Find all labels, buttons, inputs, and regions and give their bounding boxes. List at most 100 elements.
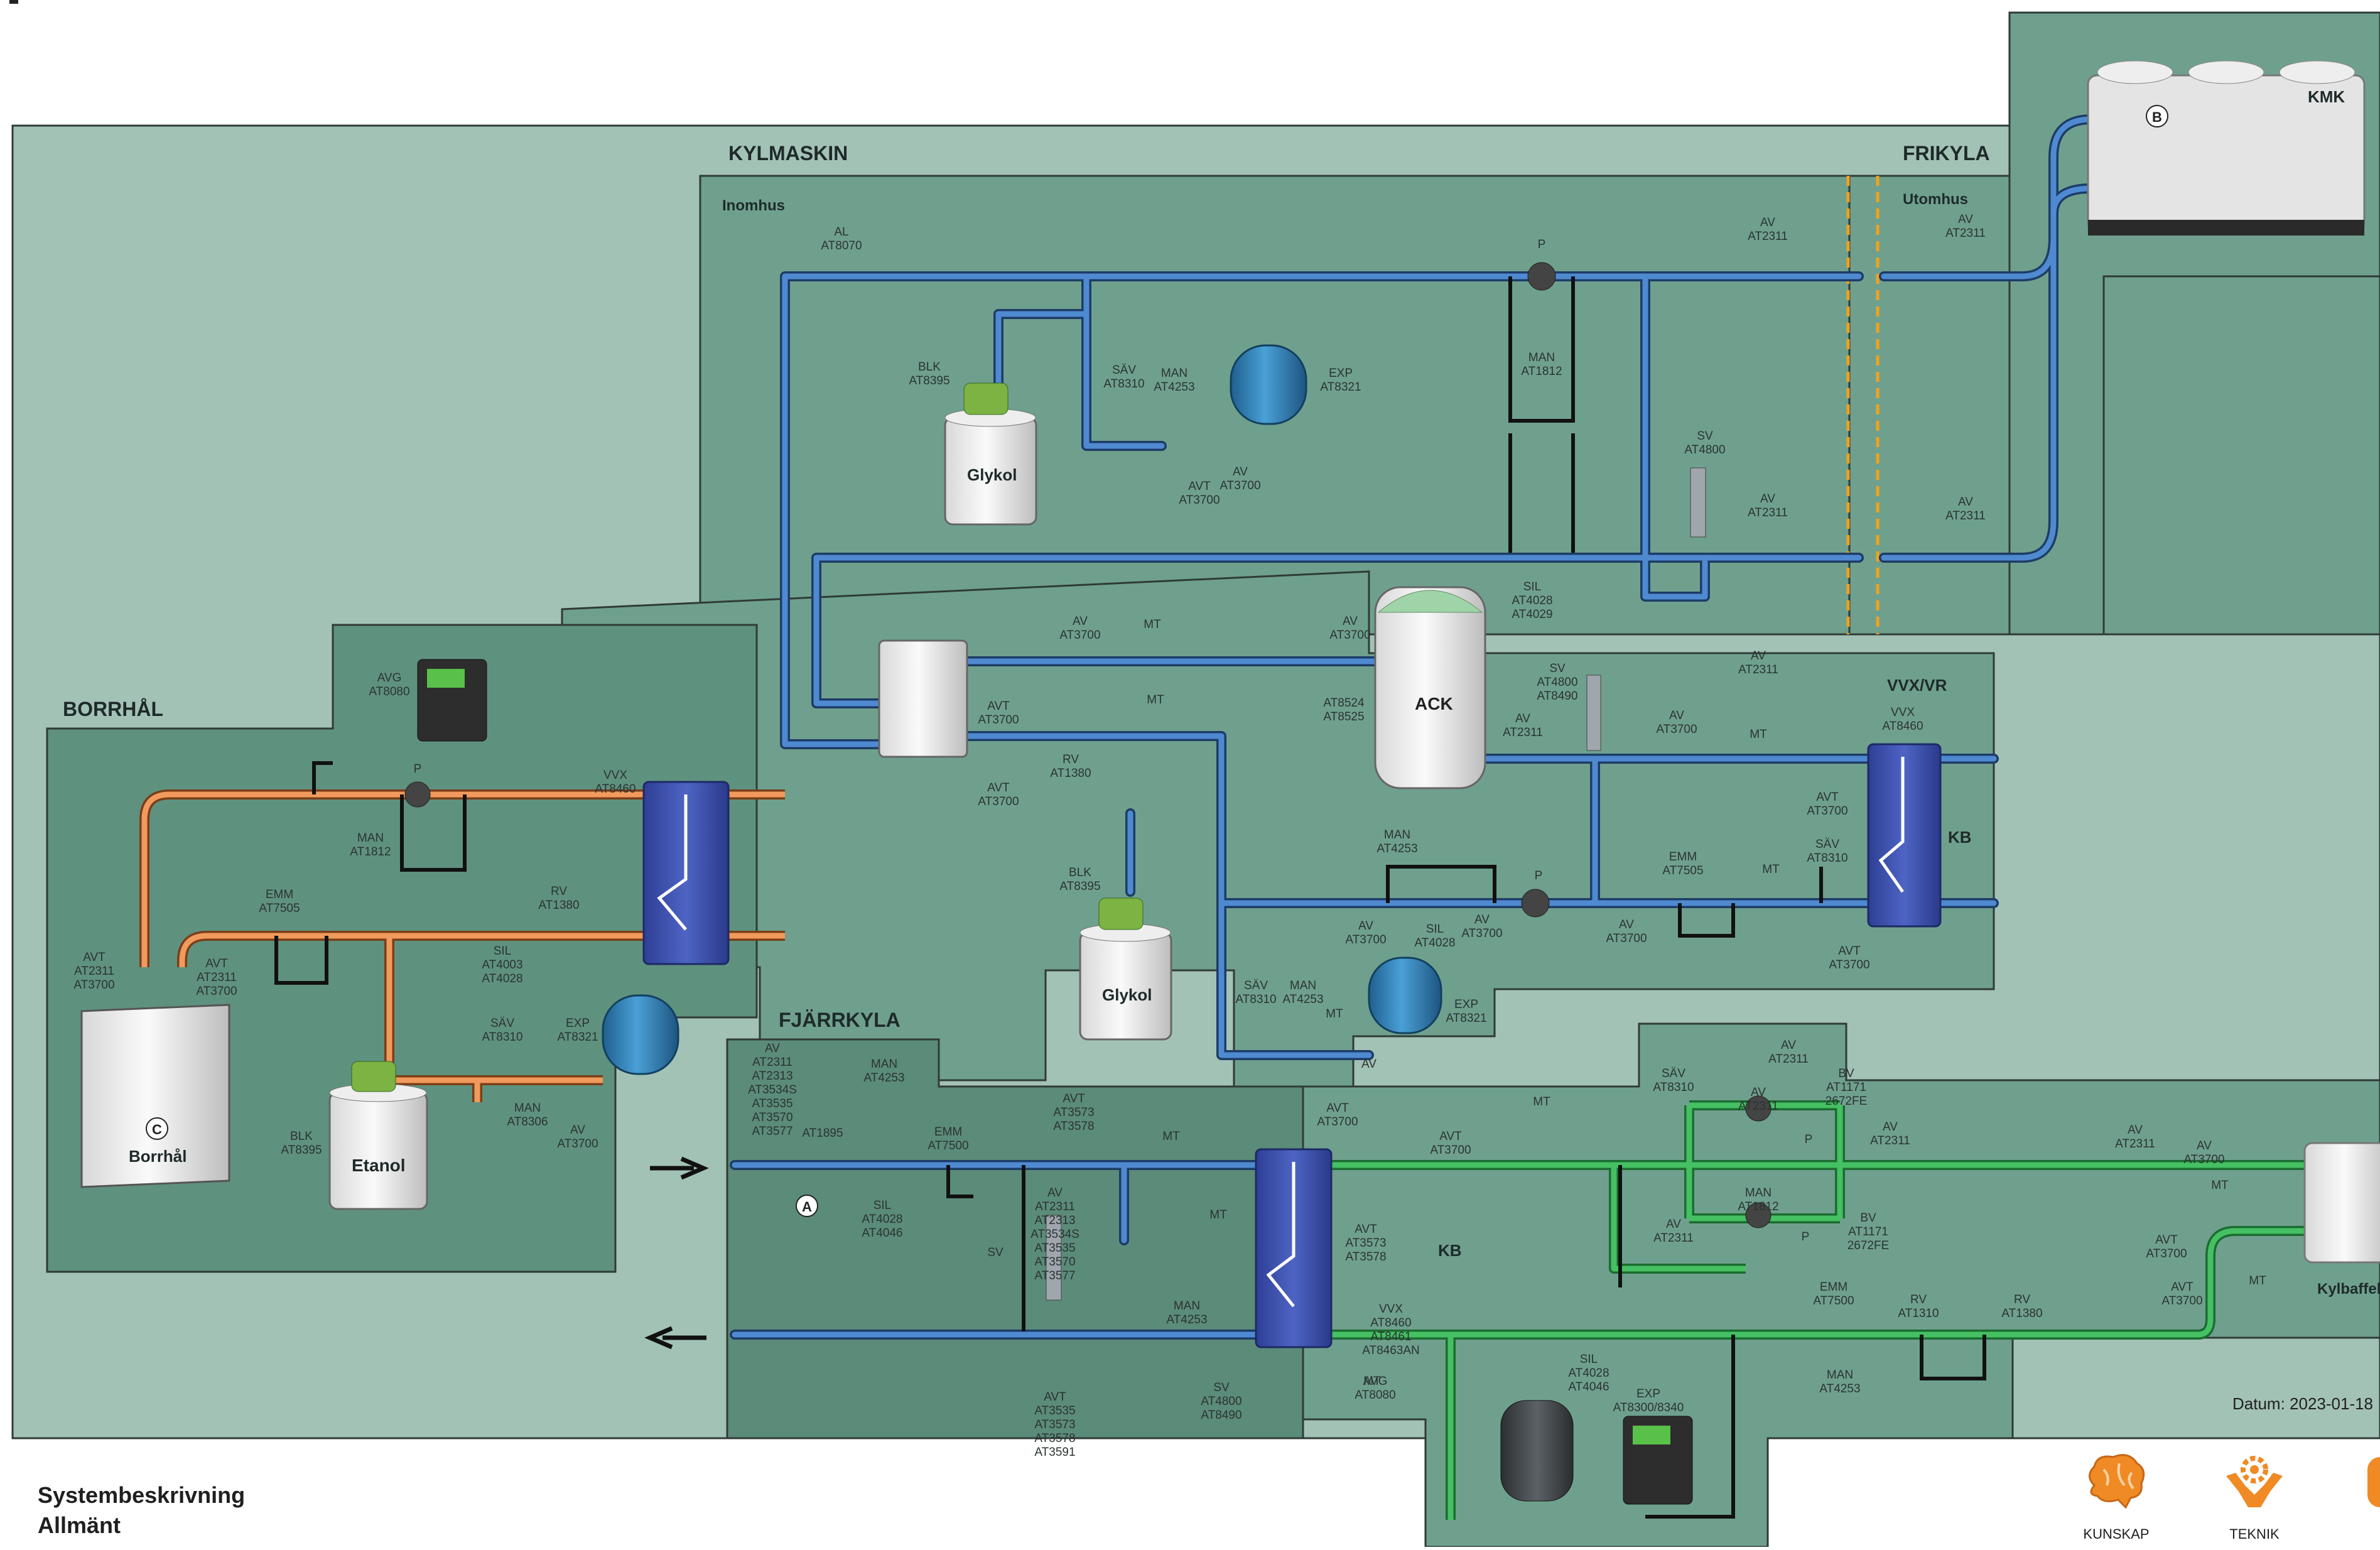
inlet-arrow: [650, 1156, 709, 1180]
component-label: AT1895: [802, 1127, 843, 1140]
third-icon-partial[interactable]: [2367, 1457, 2380, 1507]
kunskap-icon[interactable]: [2082, 1451, 2151, 1510]
component-label: P: [1802, 1230, 1810, 1244]
component-label: P: [1535, 869, 1543, 882]
component-label: MT: [1162, 1130, 1180, 1143]
marker-b: B: [2152, 109, 2162, 125]
heading-kylmaskin: KYLMASKIN: [728, 142, 848, 165]
pump-icon: [1521, 889, 1550, 918]
glykol-label-1: Glykol: [967, 465, 1017, 484]
glykol-tank-1: [944, 382, 1037, 526]
footer-subtitle: Allmänt: [38, 1512, 121, 1538]
component-label: MT: [1144, 618, 1161, 631]
expansion-vessel-2: [1368, 957, 1442, 1034]
glykol-tank-2: [1079, 897, 1172, 1041]
heading-kmk: KMK: [2308, 87, 2345, 106]
pump-icon: [1745, 1202, 1771, 1228]
borrhal-well: [80, 1004, 230, 1188]
marker-c: C: [152, 1122, 162, 1137]
pump-icon: [404, 781, 431, 808]
kunskap-label: KUNSKAP: [2083, 1526, 2150, 1542]
footer-title: Systembeskrivning: [38, 1482, 246, 1508]
pump-icon: [1527, 262, 1556, 291]
black-pipes: [274, 276, 1986, 1519]
teknik-label: TEKNIK: [2229, 1526, 2280, 1542]
equipment-names: Glykol Glykol Etanol Borrhål ACK B C A: [129, 109, 2162, 1215]
marker-a: A: [802, 1199, 812, 1215]
heading-vvxvr: VVX/VR: [1887, 676, 1947, 695]
component-label: AV: [1361, 1058, 1377, 1071]
component-label: P: [1538, 238, 1546, 251]
exp-dark-tank: [1500, 1400, 1574, 1502]
teknik-icon[interactable]: [2220, 1451, 2289, 1510]
component-label: MT: [1326, 1007, 1343, 1021]
pump-icon: [1745, 1095, 1771, 1122]
etanol-tank: [328, 1061, 428, 1210]
component-label: MT: [2211, 1179, 2229, 1192]
etanol-label: Etanol: [352, 1156, 406, 1175]
component-label: P: [414, 762, 422, 776]
fjarrkyla-region: [726, 1038, 1304, 1439]
component-label: MT: [1533, 1095, 1550, 1108]
heading-frikyla: FRIKYLA: [1903, 142, 1990, 165]
borrhal-well-label: Borrhål: [129, 1147, 187, 1166]
